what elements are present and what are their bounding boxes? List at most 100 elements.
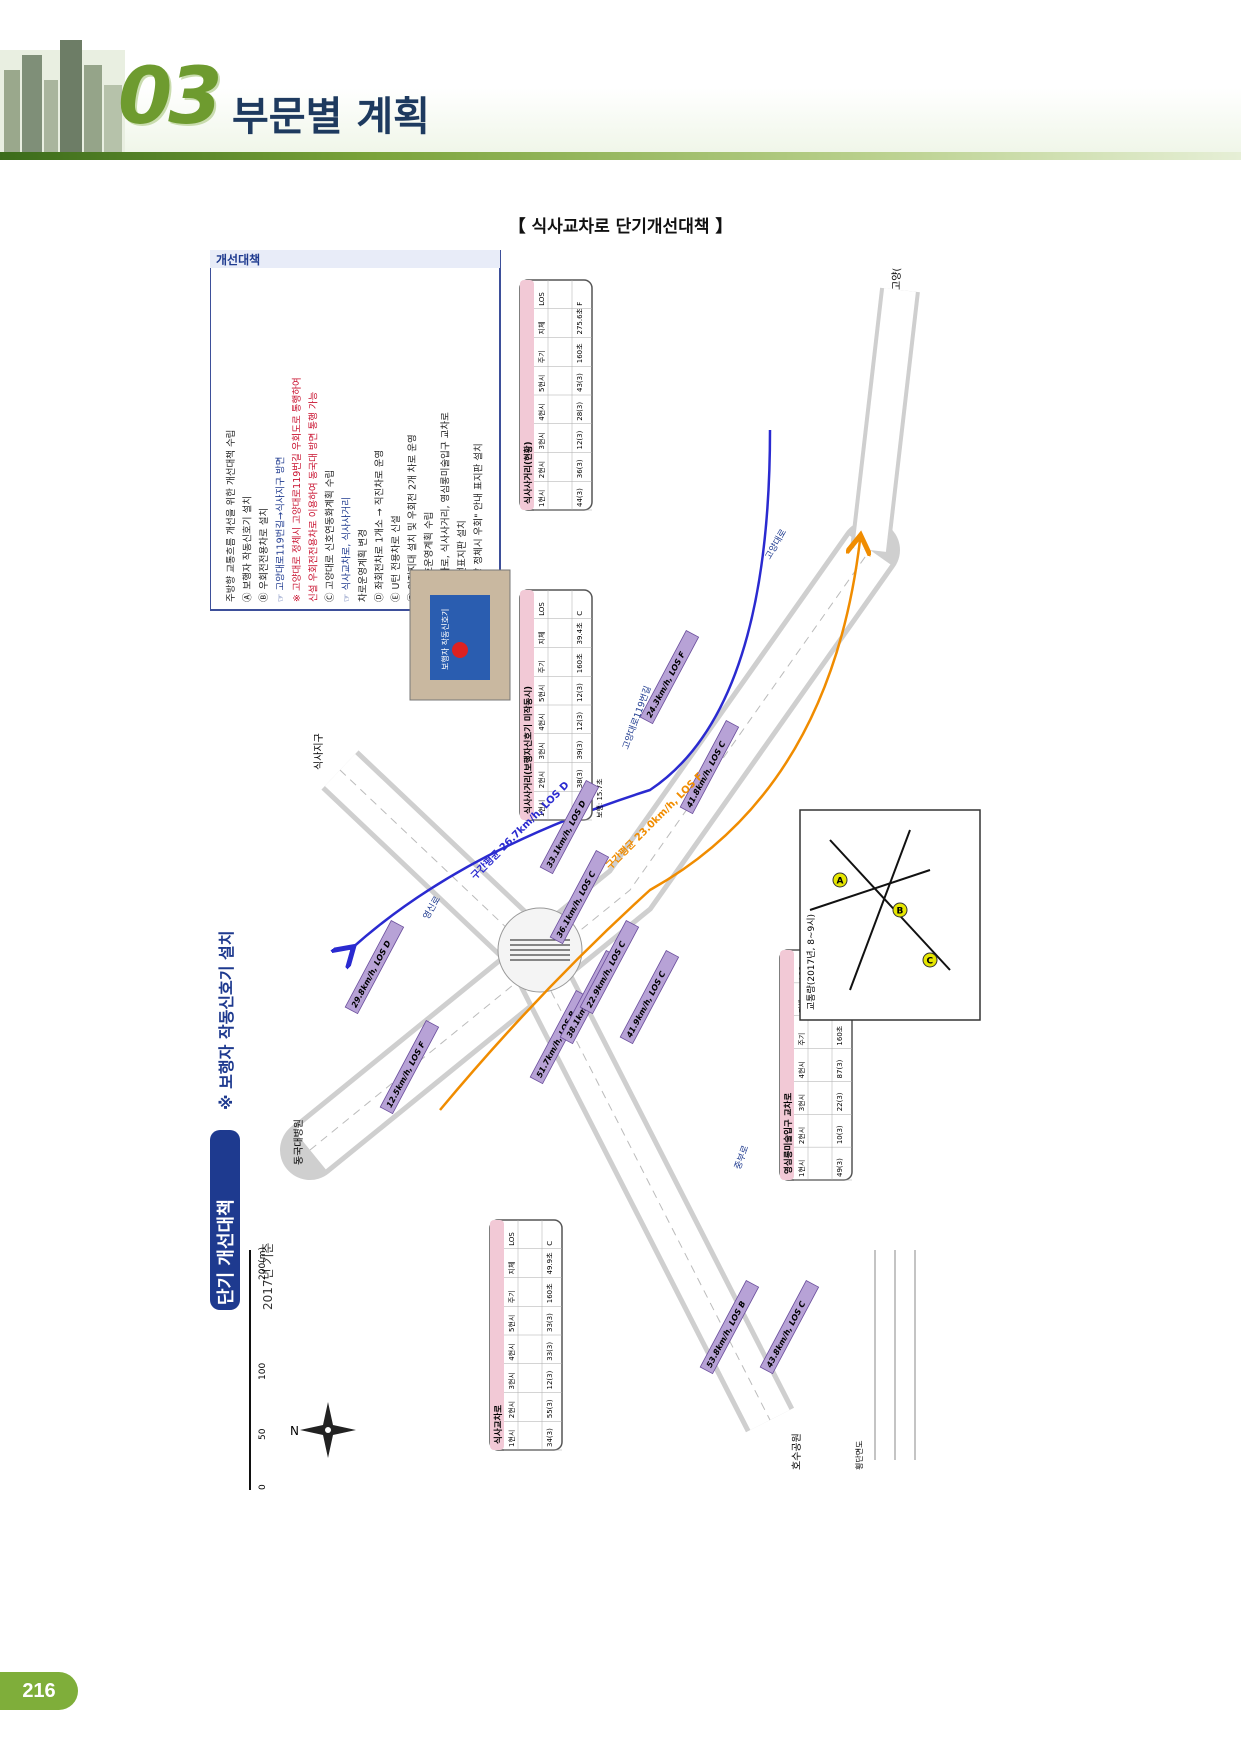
place-sikka: 식사지구 [313, 733, 325, 770]
table-header: 3현시 [538, 742, 546, 759]
table-header: LOS [508, 1232, 516, 1246]
table-cell: 87(3) [836, 1059, 844, 1078]
improvement-line: Ⓒ 고양대로 신호연동화계획 수립 [324, 470, 336, 602]
place-hosu: 호수공원 [791, 1433, 803, 1470]
table-header: 2현시 [538, 461, 546, 478]
place-yeongsin: 영신로 [421, 894, 443, 921]
table-cell: 34(3) [546, 1428, 554, 1447]
svg-text:43.8km/h, LOS C: 43.8km/h, LOS C [764, 1300, 807, 1370]
speed-label: 24.3km/h, LOS F [639, 630, 700, 725]
table-cell: 160초 [546, 1283, 554, 1303]
sign-photo: 보행자 작동신호기 [409, 569, 511, 701]
table-header: 2현시 [798, 1127, 806, 1144]
table-cell: 36(3) [576, 459, 584, 478]
place-dongguk: 동국대병원 [293, 1119, 305, 1165]
table-header: 지체 [537, 632, 546, 645]
improvement-line: ☞ 식사교차로, 식사사거리 [341, 497, 353, 602]
table-header: 3현시 [538, 432, 546, 449]
table-cell: 43(3) [576, 373, 584, 392]
svg-text:41.9km/h, LOS C: 41.9km/h, LOS C [624, 970, 667, 1040]
table-cell: 12(3) [576, 683, 584, 702]
short-term-panel: 단기 개선대책 ※ 보행자 작동신호기 설치 2017년 기준 [210, 931, 275, 1310]
improvement-line: Ⓖ "전방 정체시 우회" 안내 표지판 설치 [473, 443, 485, 602]
profile-title: 횡단면도 [854, 1441, 864, 1470]
scale-200: 200(m) [258, 1247, 268, 1280]
table-header: LOS [538, 292, 546, 306]
svg-text:C: C [927, 957, 934, 967]
speed-label: 41.9km/h, LOS C [619, 950, 680, 1045]
svg-text:B: B [897, 907, 904, 917]
svg-text:24.3km/h, LOS F: 24.3km/h, LOS F [645, 650, 688, 720]
table-header: 1현시 [538, 800, 546, 817]
improvement-line: 주방향 교통흐름 개선을 위한 개선대책 수립 [225, 430, 237, 602]
traffic-volume-inset: 교통량(2017년, 8~9시) ABC [799, 809, 981, 1021]
improvement-line: Ⓐ 보행자 작동신호기 설치 [242, 496, 254, 602]
scale-50: 50 [258, 1428, 268, 1440]
table-note: 보행: 15.7초 [595, 778, 604, 818]
svg-text:29.8km/h, LOS D: 29.8km/h, LOS D [350, 939, 393, 1009]
compass-rose-icon [300, 1402, 356, 1458]
page-header: 03 부문별 계획 [0, 0, 1241, 165]
page-number: 216 [0, 1672, 78, 1710]
blue-route-line [350, 429, 772, 950]
chapter-number: 03 [118, 52, 223, 142]
table-cell: 10(3) [836, 1125, 844, 1144]
table-cell: 39(3) [576, 740, 584, 759]
table-header: LOS [538, 602, 546, 616]
scale-bar: 0 50 100 200(m) [249, 1247, 268, 1490]
table-name: 영심롱미술입구 교차로 [783, 1093, 794, 1174]
improvement-box: 개선대책 주방향 교통흐름 개선을 위한 개선대책 수립 Ⓐ 보행자 작동신호기 … [210, 250, 501, 611]
intersection-figure: 단기 개선대책 ※ 보행자 작동신호기 설치 2017년 기준 N 개선대책 주… [210, 250, 981, 1490]
table-cell: 160초 [576, 653, 584, 673]
improvement-line: ☞ 고양대로119번길→식사지구 방면 [275, 456, 287, 602]
speed-label: 29.8km/h, LOS D [344, 920, 405, 1015]
table-cell: 44(3) [576, 488, 584, 507]
table-cell: F [576, 302, 584, 306]
inset-node [832, 872, 848, 888]
improvement-line: ※ 고양대로 정체시 고양대로119번길 우회도로 통행하여 [291, 377, 303, 602]
table-cell: 12(3) [546, 1370, 554, 1389]
table-cell: 12(3) [576, 712, 584, 731]
table-name: 식사교차로 [493, 1405, 504, 1444]
table-header: 지체 [507, 1262, 516, 1275]
header-rule [0, 152, 1241, 160]
improvement-line: 식사교차로, 식사사거리, 영심롱미술입구 교차로 [440, 412, 452, 602]
improvement-line: 차로운영계획 변경 [357, 529, 369, 602]
table-header: 4현시 [798, 1061, 806, 1078]
table-cell: 49(3) [836, 1158, 844, 1177]
panel-title: 단기 개선대책 [216, 1199, 237, 1305]
scale-100: 100 [258, 1363, 268, 1380]
table-header: 주기 [507, 1290, 516, 1303]
cross-section-profile: 횡단면도 [850, 1240, 940, 1470]
table-header: 5현시 [538, 375, 546, 392]
table-cell: 160초 [576, 343, 584, 363]
north-label: N [290, 1424, 299, 1438]
place-goyang: 고양( [891, 268, 903, 290]
table-cell: 55(3) [546, 1399, 554, 1418]
table-header: 주기 [537, 660, 546, 673]
table-header: 3현시 [798, 1094, 806, 1111]
improvement-title: 개선대책 [216, 252, 260, 267]
table-header: 3현시 [508, 1372, 516, 1389]
table-header: 5현시 [508, 1315, 516, 1332]
sign-photo-text: 보행자 작동신호기 [440, 609, 450, 670]
table-header: 4현시 [538, 713, 546, 730]
improvement-list: 주방향 교통흐름 개선을 위한 개선대책 수립 Ⓐ 보행자 작동신호기 설치 Ⓑ 우… [225, 377, 485, 602]
inset-node [922, 952, 938, 968]
table-cell: 33(3) [546, 1313, 554, 1332]
table-cell: C [576, 611, 584, 616]
table-name: 식사사거리(보행자신호기 미작동시) [523, 686, 534, 814]
table-header: 2현시 [508, 1401, 516, 1418]
inset-title: 교통량(2017년, 8~9시) [805, 914, 817, 1010]
table-header: 1현시 [508, 1430, 516, 1447]
place-deokjin: 중부로 [732, 1144, 751, 1171]
orange-route-line [439, 540, 860, 1111]
scale-0: 0 [258, 1484, 268, 1490]
improvement-line: Ⓑ 우회전전용차로 설치 [258, 508, 270, 602]
table-cell: 39.4초 [576, 622, 584, 645]
table-cell: 160초 [836, 1025, 844, 1045]
chapter-title: 부문별 계획 [232, 94, 430, 140]
table-header: 주기 [797, 1033, 806, 1046]
